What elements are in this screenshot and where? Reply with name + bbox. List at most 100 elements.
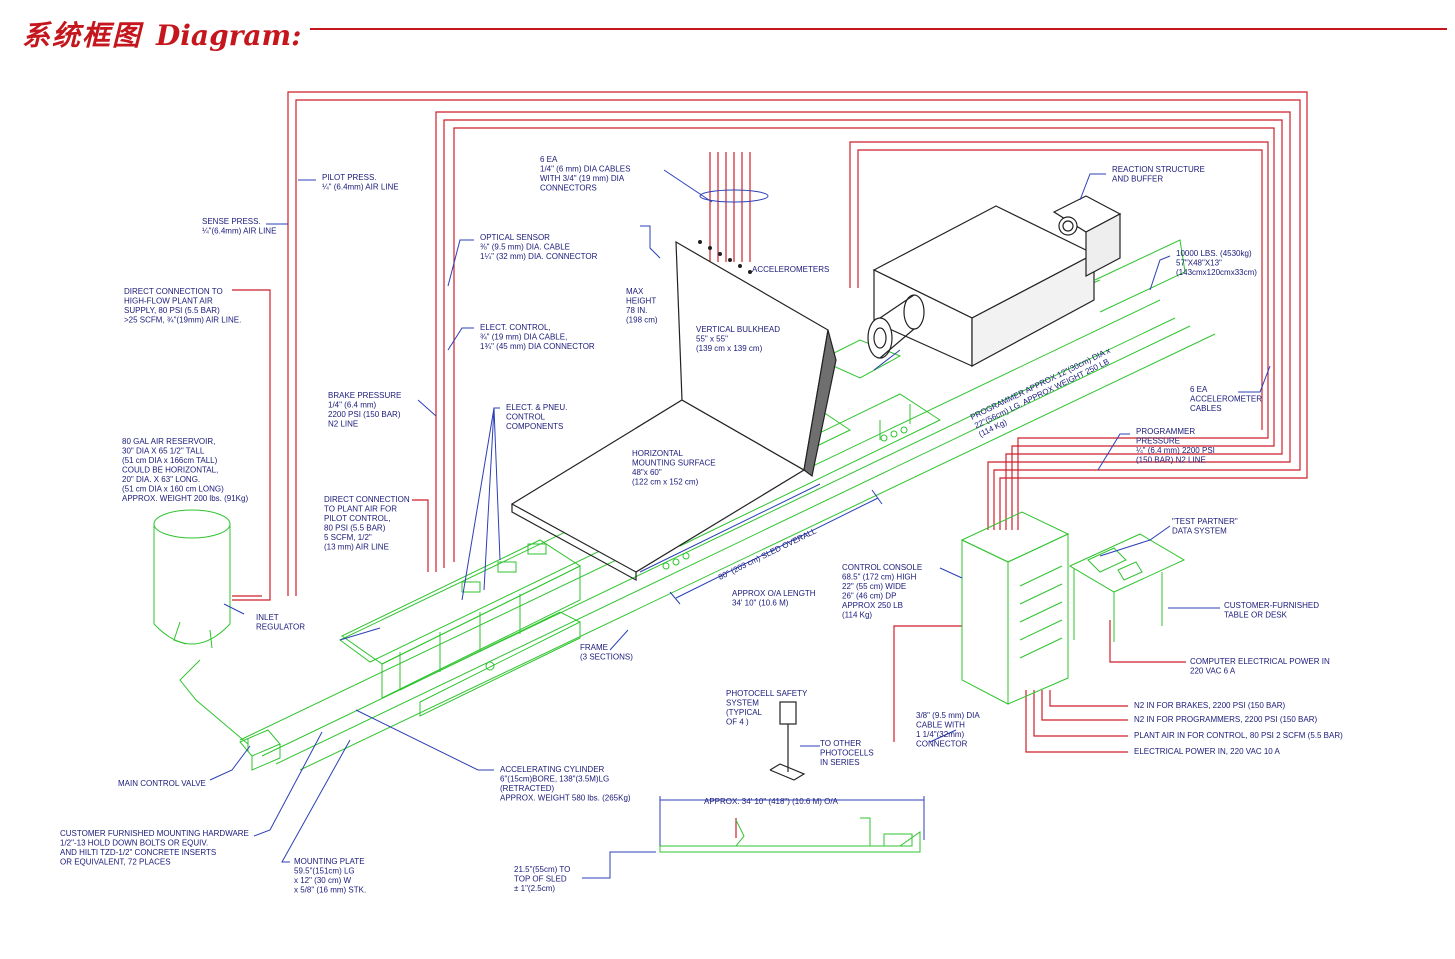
label-line: ACCELEROMETER [1190, 395, 1262, 404]
label-line: ACCELERATING CYLINDER [500, 765, 605, 774]
label-line: (139 cm x 139 cm) [696, 344, 763, 353]
label-line: (13 mm) AIR LINE [324, 543, 389, 552]
annotation-labels: PILOT PRESS.¼" (6.4mm) AIR LINE SENSE PRE… [60, 155, 1343, 895]
label-line: CONNECTOR [916, 740, 968, 749]
label-line: 1 1/4"(32mm) [916, 730, 965, 739]
label-line: MAX [626, 287, 644, 296]
label-line: APPROX O/A LENGTH [732, 589, 816, 598]
label-line: APPROX. 34' 10" (418") (10.6 M) O/A [704, 797, 839, 806]
label-line: PILOT PRESS. [322, 173, 377, 182]
label-line: CONNECTORS [540, 184, 597, 193]
label-line: INLET [256, 613, 279, 622]
label-line: HORIZONTAL [632, 449, 684, 458]
label-line: PILOT CONTROL, [324, 514, 391, 523]
label-line: 3/8" (9.5 mm) DIA [916, 711, 980, 720]
label-line: 68.5" (172 cm) HIGH [842, 573, 917, 582]
label-line: MAIN CONTROL VALVE [118, 779, 206, 788]
label-line: VERTICAL BULKHEAD [696, 325, 780, 334]
label-line: HEIGHT [626, 297, 656, 306]
label-test-partner: "TEST PARTNER"DATA SYSTEM [1172, 517, 1238, 536]
label-line: IN SERIES [820, 758, 860, 767]
label-line: SYSTEM [726, 699, 759, 708]
label-line: 80 PSI (5.5 BAR) [324, 524, 386, 533]
label-line: ± 1"(2.5cm) [514, 884, 555, 893]
label-line: (122 cm x 152 cm) [632, 478, 699, 487]
label-sense-press: SENSE PRESS.¼"(6.4mm) AIR LINE [202, 217, 276, 236]
label-line: HIGH-FLOW PLANT AIR [124, 297, 213, 306]
label-line: 2200 PSI (150 BAR) [328, 410, 401, 419]
label-line: AND HILTI TZD-1/2" CONCRETE INSERTS [60, 848, 216, 857]
label-line: (51 cm DIA x 166cm TALL) [122, 456, 218, 465]
title-divider [310, 28, 1447, 30]
label-line: REGULATOR [256, 623, 305, 632]
label-line: x 12" (30 cm) W [294, 876, 352, 885]
label-line: (3 SECTIONS) [580, 653, 633, 662]
label-line: (51 cm DIA x 160 cm LONG) [122, 485, 224, 494]
label-line: 5 SCFM, 1/2" [324, 533, 372, 542]
label-plant-air: PLANT AIR IN FOR CONTROL, 80 PSI 2 SCFM … [1134, 731, 1343, 740]
label-line: 1/4" (6 mm) DIA CABLES [540, 165, 630, 174]
label-line: COMPUTER ELECTRICAL POWER IN [1190, 657, 1330, 666]
label-line: 34' 10" (10.6 M) [732, 599, 789, 608]
label-line: N2 IN FOR PROGRAMMERS, 2200 PSI (150 BAR… [1134, 715, 1317, 724]
label-line: APPROX. WEIGHT 580 lbs. (265Kg) [500, 794, 631, 803]
label-reaction-mass: 10000 LBS. (4530kg)57"X48"X13"(143cmx120… [1176, 249, 1257, 277]
label-line: BRAKE PRESSURE [328, 391, 401, 400]
label-air-reservoir: 80 GAL AIR RESERVOIR,30" DIA X 65 1/2" T… [122, 437, 248, 503]
accelerometers [698, 240, 752, 274]
sled-structures [510, 195, 1122, 781]
label-line: 55" x 55" [696, 335, 728, 344]
label-line: ¼" (6.4mm) AIR LINE [322, 183, 399, 192]
label-line: REACTION STRUCTURE [1112, 165, 1205, 174]
label-line: 21.5"(55cm) TO [514, 865, 570, 874]
label-line: FRAME [580, 643, 608, 652]
label-elect-control: ELECT. CONTROL,¾" (19 mm) DIA CABLE,1¾" … [480, 323, 595, 351]
label-line: CABLE WITH [916, 721, 965, 730]
label-line: AND BUFFER [1112, 175, 1163, 184]
label-line: SUPPLY, 80 PSI (5.5 BAR) [124, 306, 220, 315]
label-line: COULD BE HORIZONTAL, [122, 466, 218, 475]
label-n2-brakes: N2 IN FOR BRAKES, 2200 PSI (150 BAR) [1134, 701, 1286, 710]
label-mounting-hardware: CUSTOMER FURNISHED MOUNTING HARDWARE1/2"… [60, 829, 249, 867]
label-frame: FRAME(3 SECTIONS) [580, 643, 633, 662]
label-line: ELECTRICAL POWER IN, 220 VAC 10 A [1134, 747, 1280, 756]
label-line: ELECT. CONTROL, [480, 323, 551, 332]
label-line: 6 EA [540, 155, 558, 164]
label-main-control-valve: MAIN CONTROL VALVE [118, 779, 206, 788]
label-line: PLANT AIR IN FOR CONTROL, 80 PSI 2 SCFM … [1134, 731, 1343, 740]
label-line: >25 SCFM, ¾"(19mm) AIR LINE. [124, 316, 241, 325]
label-line: TABLE OR DESK [1224, 611, 1288, 620]
label-line: PHOTOCELL SAFETY [726, 689, 808, 698]
label-line: 80" (203 cm) SLED OVERALL [717, 526, 818, 582]
label-line: OPTICAL SENSOR [480, 233, 550, 242]
title-english: Diagram: [156, 19, 302, 52]
label-line: 57"X48"X13" [1176, 259, 1222, 268]
label-line: TOP OF SLED [514, 875, 567, 884]
label-accelerometers: ACCELEROMETERS [752, 265, 829, 274]
air-lines [232, 91, 1308, 838]
label-line: SENSE PRESS. [202, 217, 261, 226]
label-n2-programmers: N2 IN FOR PROGRAMMERS, 2200 PSI (150 BAR… [1134, 715, 1317, 724]
label-programmer: PROGRAMMER APPROX 12"(30cm) DIA x22"(56c… [969, 346, 1112, 439]
label-line: (TYPICAL [726, 708, 763, 717]
label-line: CUSTOMER-FURNISHED [1224, 601, 1319, 610]
label-line: 80 GAL AIR RESERVOIR, [122, 437, 215, 446]
label-line: x 5/8" (16 mm) STK. [294, 886, 366, 895]
label-line: (143cmx120cmx33cm) [1176, 268, 1257, 277]
